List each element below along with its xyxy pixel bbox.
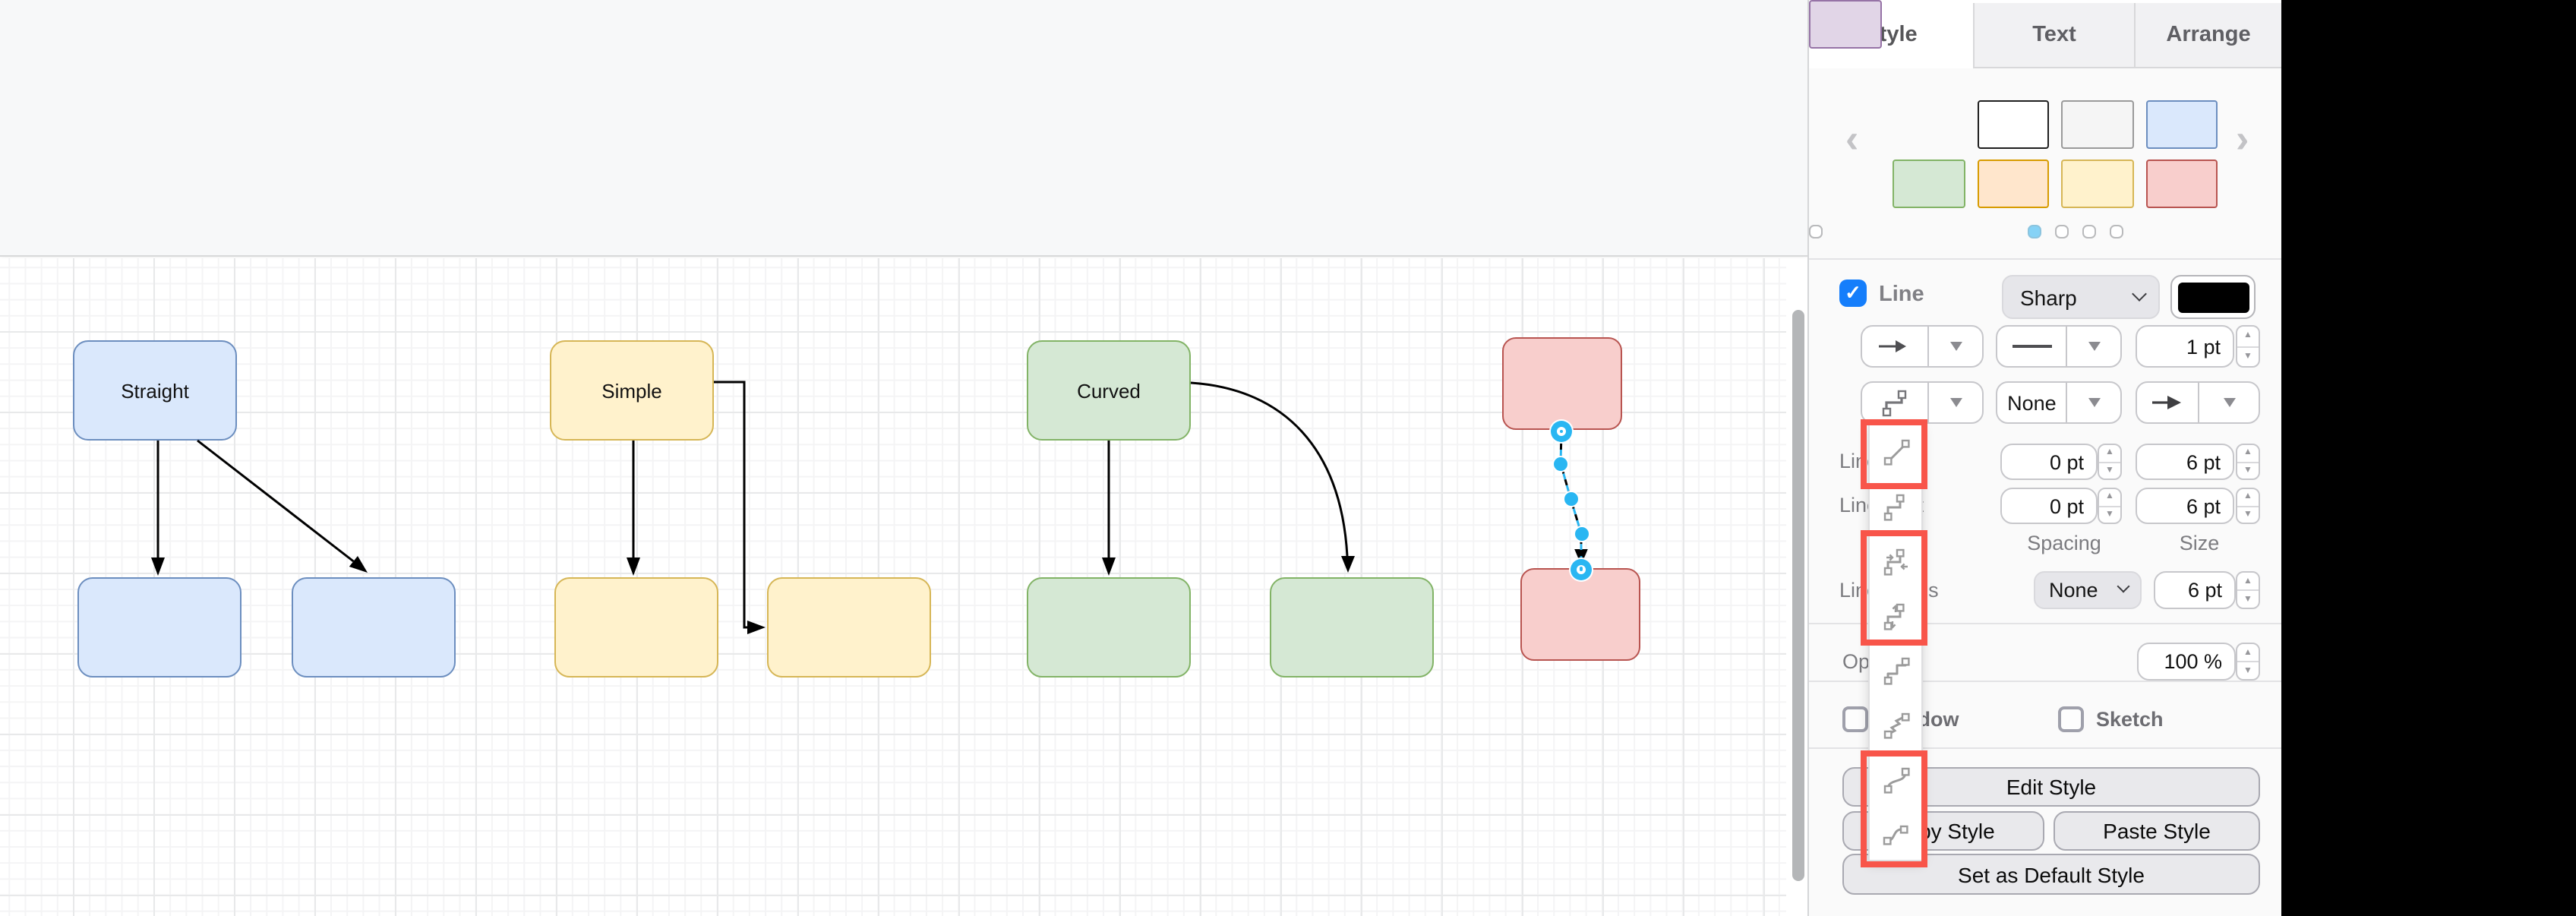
- line-style-select[interactable]: Sharp: [2002, 275, 2160, 319]
- carousel-page-dot[interactable]: [2109, 225, 2123, 238]
- arrowhead-button[interactable]: [2136, 381, 2260, 424]
- edge-waypoint-handle[interactable]: [1573, 525, 1589, 542]
- shape-yellow-target-2[interactable]: [767, 577, 931, 678]
- style-swatch-blue[interactable]: [2145, 100, 2218, 148]
- shape-red-target[interactable]: [1520, 568, 1640, 661]
- connection-style-dropdown-arrow[interactable]: [1927, 327, 1982, 366]
- style-swatch-purple[interactable]: [1809, 0, 1881, 48]
- line-start-size-input[interactable]: 6 pt: [2136, 488, 2234, 524]
- shape-blue-target-2[interactable]: [292, 577, 456, 678]
- waypoints-dropdown-arrow[interactable]: [1927, 383, 1982, 422]
- style-swatch-yellow[interactable]: [2061, 160, 2133, 207]
- style-swatch-gray[interactable]: [2061, 100, 2133, 148]
- carousel-next-icon[interactable]: ›: [2236, 115, 2249, 161]
- line-end-size-input[interactable]: 6 pt: [2136, 444, 2234, 480]
- shape-blue-target-1[interactable]: [77, 577, 242, 678]
- straight-link-icon[interactable]: [1870, 425, 1924, 480]
- tab-text[interactable]: Text: [1973, 3, 2134, 68]
- line-start-spacing-stepper[interactable]: ▲▼: [2098, 488, 2122, 524]
- highlight-box-orthogonal-arrows: [1861, 530, 1927, 646]
- sketch-checkbox[interactable]: [2058, 706, 2084, 732]
- highlight-box-straight-link: [1861, 419, 1927, 489]
- orthogonal-link-vertical-arrows-icon[interactable]: [1870, 589, 1924, 644]
- highlight-box-curved-links: [1861, 750, 1927, 867]
- paste-style-button[interactable]: Paste Style: [2054, 811, 2260, 851]
- arrowhead-dropdown-arrow[interactable]: [2198, 383, 2259, 422]
- stroke-style-dropdown-arrow[interactable]: [2066, 327, 2120, 366]
- waypoints-value[interactable]: None: [2007, 391, 2057, 414]
- carousel-prev-icon[interactable]: ‹: [1845, 115, 1859, 161]
- edge-waypoint-handle[interactable]: [1562, 490, 1579, 507]
- connection-arrow-icon[interactable]: [1862, 327, 1928, 366]
- canvas[interactable]: Straight Simple Curved: [0, 0, 1807, 916]
- line-color-button[interactable]: [2170, 275, 2256, 319]
- edge-endpoint-handle-source[interactable]: [1549, 419, 1574, 444]
- shape-green-target-1[interactable]: [1027, 577, 1191, 678]
- line-checkbox[interactable]: ✓: [1839, 280, 1867, 307]
- sketch-label: Sketch: [2096, 708, 2164, 731]
- solid-line-icon[interactable]: [1997, 327, 2066, 366]
- waypoints-value-dropdown-arrow[interactable]: [2066, 383, 2120, 422]
- carousel-page-dot[interactable]: [2027, 225, 2041, 238]
- shape-label: Simple: [601, 379, 662, 402]
- shape-curved[interactable]: Curved: [1027, 340, 1191, 441]
- format-panel: Style Text Arrange ‹ › ✓ Line Sharp: [1807, 0, 2281, 916]
- opacity-stepper[interactable]: ▲▼: [2236, 643, 2260, 681]
- shape-simple[interactable]: Simple: [550, 340, 714, 441]
- shape-straight[interactable]: Straight: [73, 340, 237, 441]
- connection-style-button[interactable]: [1861, 325, 1984, 368]
- chevron-down-icon: [2117, 580, 2130, 593]
- stroke-style-button[interactable]: [1996, 325, 2122, 368]
- line-jumps-select[interactable]: None: [2034, 571, 2142, 609]
- opacity-input[interactable]: 100 %: [2137, 643, 2236, 681]
- style-swatch-white[interactable]: [1977, 100, 2049, 148]
- line-jumps-size-input[interactable]: 6 pt: [2154, 571, 2236, 609]
- line-style-value: Sharp: [2020, 285, 2077, 309]
- entity-relation-link-icon[interactable]: [1870, 808, 1924, 863]
- line-end-spacing-input[interactable]: 0 pt: [2000, 444, 2098, 480]
- shape-label: Curved: [1077, 379, 1141, 402]
- shadow-checkbox[interactable]: [1842, 706, 1868, 732]
- carousel-page-dot[interactable]: [2054, 225, 2068, 238]
- line-label: Line: [1879, 283, 1924, 307]
- line-width-stepper[interactable]: ▲▼: [2236, 325, 2260, 368]
- tab-arrange[interactable]: Arrange: [2134, 3, 2281, 68]
- shape-green-target-2[interactable]: [1270, 577, 1434, 678]
- waypoints-style-button[interactable]: [1861, 381, 1984, 424]
- chevron-down-icon: [2132, 286, 2147, 302]
- line-jumps-size-stepper[interactable]: ▲▼: [2236, 571, 2260, 609]
- shape-red-source[interactable]: [1502, 337, 1622, 430]
- waypoints-value-button[interactable]: None: [1996, 381, 2122, 424]
- style-swatch-red[interactable]: [2145, 160, 2218, 207]
- carousel-page-dot[interactable]: [2082, 225, 2095, 238]
- spacing-column-label: Spacing: [2027, 532, 2101, 554]
- style-swatch-green[interactable]: [1893, 160, 1965, 207]
- canvas-scrollbar-thumb[interactable]: [1792, 310, 1804, 881]
- arrowhead-icon[interactable]: [2137, 383, 2199, 422]
- edge-endpoint-handle-target[interactable]: [1569, 557, 1593, 581]
- edge-waypoint-handle[interactable]: [1552, 455, 1569, 472]
- line-width-input[interactable]: 1 pt: [2136, 325, 2234, 368]
- line-jumps-value: None: [2049, 579, 2098, 602]
- line-start-size-stepper[interactable]: ▲▼: [2236, 488, 2260, 524]
- shape-label: Straight: [121, 379, 189, 402]
- zigzag-link-icon[interactable]: [1870, 699, 1924, 753]
- orthogonal-link-icon[interactable]: [1870, 480, 1924, 535]
- style-swatch-orange[interactable]: [1977, 160, 2049, 207]
- orthogonal-link-icon[interactable]: [1862, 383, 1928, 422]
- size-column-label: Size: [2179, 532, 2220, 554]
- line-color-swatch: [2177, 282, 2249, 312]
- carousel-page-dot[interactable]: [1809, 225, 1823, 238]
- line-start-spacing-input[interactable]: 0 pt: [2000, 488, 2098, 524]
- orthogonal-link-horizontal-arrows-icon[interactable]: [1870, 535, 1924, 589]
- line-end-size-stepper[interactable]: ▲▼: [2236, 444, 2260, 480]
- step-link-icon[interactable]: [1870, 644, 1924, 699]
- shape-yellow-target-1[interactable]: [554, 577, 718, 678]
- curved-link-icon[interactable]: [1870, 753, 1924, 808]
- line-end-spacing-stepper[interactable]: ▲▼: [2098, 444, 2122, 480]
- canvas-top-strip: [0, 0, 1807, 257]
